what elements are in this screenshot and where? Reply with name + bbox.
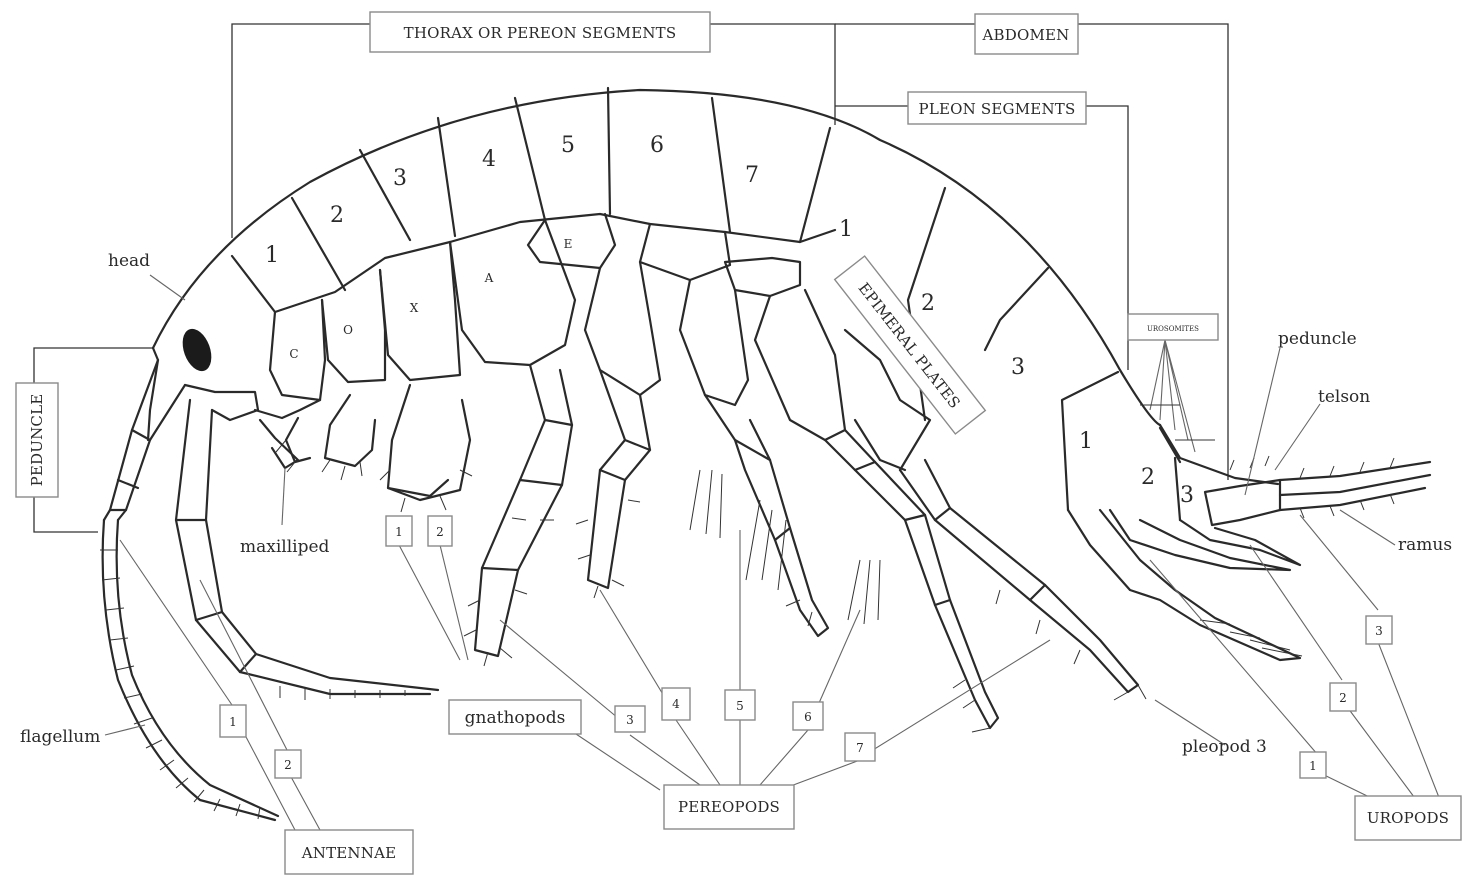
coxa-letter-c: C bbox=[289, 347, 298, 361]
pereopod-6-number: 6 bbox=[804, 710, 812, 724]
uropod-2-drawing bbox=[1180, 520, 1300, 565]
thorax-number-5: 5 bbox=[561, 133, 575, 158]
uropod-number-boxes: 1 2 3 bbox=[1300, 616, 1392, 778]
uropod-1-drawing bbox=[1110, 510, 1290, 570]
thorax-number-3: 3 bbox=[393, 166, 407, 191]
urosomite-ticks bbox=[1140, 340, 1215, 452]
pleon-number-1: 1 bbox=[839, 217, 853, 242]
pleon-label-box: PLEON SEGMENTS bbox=[908, 92, 1086, 124]
pereopod-7-number: 7 bbox=[856, 741, 864, 755]
head-label: head bbox=[108, 251, 150, 271]
coxa-letter-o: O bbox=[343, 323, 353, 337]
pleopod-3-label: pleopod 3 bbox=[1182, 737, 1267, 757]
thorax-number-6: 6 bbox=[650, 133, 664, 158]
coxa-letter-e: E bbox=[564, 237, 573, 251]
pereopod-4-number: 4 bbox=[672, 697, 680, 711]
urosome-number-1: 1 bbox=[1079, 429, 1093, 454]
pereopod-3-drawing bbox=[464, 365, 572, 666]
pereopod-6-drawing bbox=[825, 430, 998, 732]
gnathopod-2-drawing bbox=[380, 385, 472, 512]
thorax-segment-lines bbox=[232, 88, 1180, 520]
antennae-label: ANTENNAE bbox=[301, 844, 397, 862]
thorax-segment-numbers: 1 2 3 4 5 6 7 bbox=[265, 133, 759, 268]
thorax-number-2: 2 bbox=[330, 203, 344, 228]
pereopod-4-drawing bbox=[576, 370, 650, 598]
peduncle-label: peduncle bbox=[1278, 329, 1357, 349]
thorax-number-4: 4 bbox=[482, 147, 496, 172]
pleon-label: PLEON SEGMENTS bbox=[919, 100, 1076, 118]
flagellum-segments bbox=[100, 550, 405, 819]
maxilliped-label: maxilliped bbox=[240, 537, 330, 557]
uropod-3-drawing bbox=[1205, 456, 1430, 525]
antenna-1-number: 1 bbox=[229, 715, 237, 729]
abdomen-label-box: ABDOMEN bbox=[975, 14, 1078, 54]
urosomites-label-box: UROSOMITES bbox=[1128, 314, 1218, 340]
eye-icon bbox=[177, 325, 216, 375]
flagellum-label: flagellum bbox=[20, 727, 100, 747]
antenna-number-boxes: 1 2 bbox=[220, 705, 301, 778]
pereopod-number-boxes: 3 4 5 6 7 bbox=[615, 688, 875, 761]
urosome-number-2: 2 bbox=[1141, 465, 1155, 490]
body-outline bbox=[148, 90, 1278, 484]
gnathopods-label: gnathopods bbox=[465, 708, 566, 728]
thorax-bracket bbox=[232, 24, 835, 238]
pereopod-5-number: 5 bbox=[736, 699, 744, 713]
coxa-letter-a: A bbox=[484, 271, 494, 285]
gnathopod-2-number: 2 bbox=[436, 525, 444, 539]
thorax-label-box: THORAX OR PEREON SEGMENTS bbox=[370, 12, 710, 52]
gnathopod-1-number: 1 bbox=[395, 525, 403, 539]
urosomites-label: UROSOMITES bbox=[1147, 325, 1199, 333]
gnathopod-number-boxes: 1 2 bbox=[386, 516, 452, 546]
pereopods-label-box: PEREOPODS bbox=[664, 785, 794, 829]
uropod-2-number: 2 bbox=[1339, 691, 1347, 705]
thorax-number-1: 1 bbox=[265, 243, 279, 268]
coxa-letter-x: X bbox=[410, 301, 419, 315]
uropods-label-box: UROPODS bbox=[1355, 796, 1461, 840]
peduncle-label-box: PEDUNCLE bbox=[16, 383, 58, 497]
coxa-letters: C O X A E bbox=[289, 237, 572, 361]
gnathopod-1-drawing bbox=[322, 395, 375, 480]
pereopods-label: PEREOPODS bbox=[678, 798, 780, 816]
thorax-number-7: 7 bbox=[745, 163, 759, 188]
peduncle-box-label: PEDUNCLE bbox=[28, 394, 46, 487]
telson-label: telson bbox=[1318, 387, 1370, 407]
urosome-number-3: 3 bbox=[1180, 483, 1194, 508]
uropod-3-number: 3 bbox=[1375, 624, 1383, 638]
uropod-1-number: 1 bbox=[1309, 759, 1317, 773]
pleopod-3-drawing bbox=[1068, 510, 1302, 660]
coxal-plates bbox=[270, 214, 930, 470]
uropods-label: UROPODS bbox=[1367, 809, 1449, 827]
pleon-number-3: 3 bbox=[1011, 355, 1025, 380]
pleon-number-2: 2 bbox=[921, 291, 935, 316]
antenna-2-number: 2 bbox=[284, 758, 292, 772]
gnathopods-label-box: gnathopods bbox=[449, 700, 581, 734]
pereopod-7-drawing bbox=[900, 460, 1146, 700]
ramus-label: ramus bbox=[1398, 535, 1452, 555]
antennae-label-box: ANTENNAE bbox=[285, 830, 413, 874]
thorax-label: THORAX OR PEREON SEGMENTS bbox=[404, 24, 677, 42]
abdomen-label: ABDOMEN bbox=[981, 26, 1069, 44]
pereopod-3-number: 3 bbox=[626, 713, 634, 727]
